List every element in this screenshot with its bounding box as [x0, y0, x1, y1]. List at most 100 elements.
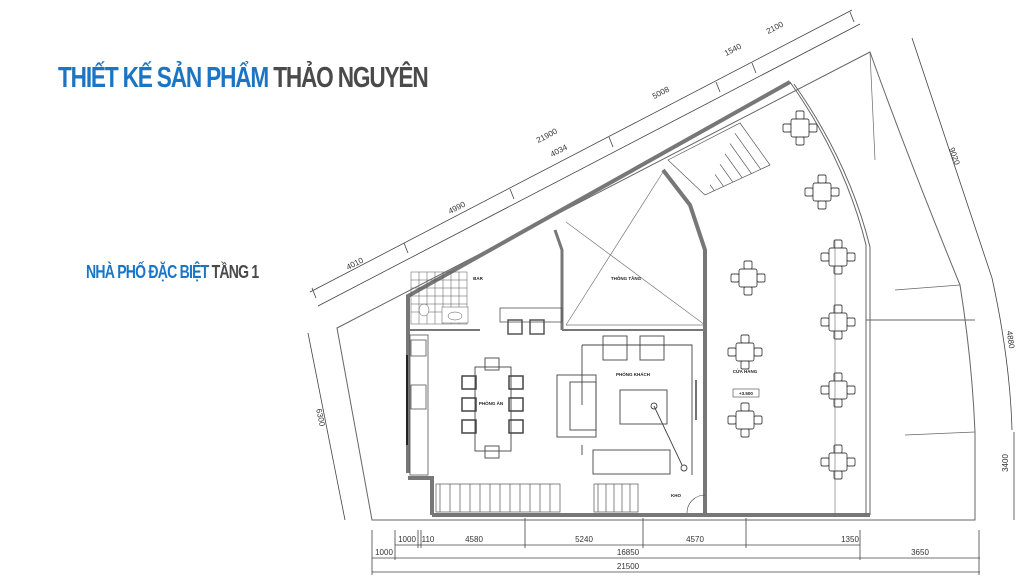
chair [743, 286, 753, 296]
dim-bottom-row2: 1000 [375, 548, 393, 557]
table [738, 268, 758, 288]
left-dimension-line [307, 332, 346, 521]
table [828, 452, 848, 472]
dim-bottom-total: 21500 [617, 562, 640, 571]
top-dimension-lines [309, 9, 861, 307]
dim-bottom-row2: 16850 [617, 548, 640, 557]
dim-top-2: 4990 [447, 199, 467, 215]
table [735, 410, 755, 430]
stair-tread [724, 153, 743, 179]
dim-top-5: 1540 [723, 41, 743, 57]
chair [740, 334, 750, 344]
stair-tread [709, 184, 715, 191]
void-cross [565, 171, 706, 326]
chair [820, 317, 830, 327]
chair [830, 187, 840, 197]
site-outline [336, 51, 976, 521]
subtitle-type: NHÀ PHỐ ĐẶC BIỆT [86, 262, 209, 282]
page-title: THIẾT KẾ SẢN PHẨM THẢO NGUYÊN [58, 62, 429, 95]
chair [756, 273, 766, 283]
cafe-table-set [820, 372, 856, 408]
dim-right-1: 9020 [947, 146, 962, 166]
table [812, 182, 832, 202]
table [735, 342, 755, 362]
cafe-table-set [804, 174, 840, 210]
dining-table [461, 357, 524, 459]
chair [753, 415, 763, 425]
room-label-bar: BAR [473, 276, 483, 281]
shop-glazing [789, 81, 975, 515]
dim-right-2: 4880 [1005, 330, 1016, 349]
shop-level: +3.500 [739, 391, 753, 396]
level-marker [732, 388, 760, 398]
dim-top-total: 21900 [535, 126, 559, 145]
stair-tread [714, 174, 724, 187]
title-brand: THIẾT KẾ SẢN PHẨM [58, 62, 269, 94]
dim-bottom-row2: 3650 [911, 548, 929, 557]
chair [753, 347, 763, 357]
right-dimensions: 9020 4880 3400 [947, 146, 1016, 472]
dim-bottom-row1: 4580 [465, 535, 483, 544]
chair [730, 273, 740, 283]
chair [743, 260, 753, 270]
stairs [435, 122, 771, 513]
chair [817, 200, 827, 210]
bottom-dimensions: 1000 110 4580 5240 4570 1350 1000 16850 … [375, 535, 929, 571]
table [828, 247, 848, 267]
subtitle-floor: TẦNG 1 [211, 262, 260, 282]
chair [846, 317, 856, 327]
dim-top-6: 2100 [765, 19, 785, 35]
top-dimensions: 21900 4010 4990 4034 5008 1540 2100 [345, 19, 785, 271]
dim-left-1: 6300 [314, 408, 327, 428]
wc-tiles [410, 271, 469, 325]
chair [820, 252, 830, 262]
chair [795, 136, 805, 146]
chair [817, 174, 827, 184]
chair [846, 252, 856, 262]
chair [846, 457, 856, 467]
chair [740, 402, 750, 412]
dim-bottom-row1: 4570 [686, 535, 704, 544]
dim-bottom-row1: 1350 [841, 535, 859, 544]
chair [740, 428, 750, 438]
building-walls [406, 80, 870, 517]
chair [727, 347, 737, 357]
stair-tread [719, 163, 734, 183]
room-label-storage: KHO [671, 493, 681, 498]
cafe-table-set [820, 239, 856, 275]
chair [804, 187, 814, 197]
living-furniture [556, 335, 706, 514]
stair-tread [729, 143, 752, 174]
room-label-dining: PHÒNG ĂN [479, 399, 503, 406]
chair [782, 123, 792, 133]
table [790, 118, 810, 138]
plan-subtitle: NHÀ PHỐ ĐẶC BIỆT TẦNG 1 [86, 262, 260, 283]
dim-right-3: 3400 [1001, 454, 1010, 472]
dim-bottom-row1: 1000 [398, 535, 416, 544]
chair [820, 385, 830, 395]
chair [795, 110, 805, 120]
cafe-table-set [782, 110, 818, 146]
bar-counter [499, 307, 563, 335]
dim-bottom-row1: 5240 [575, 535, 593, 544]
chair [727, 415, 737, 425]
dim-top-1: 4010 [345, 255, 365, 271]
cafe-table-set [730, 260, 766, 296]
chair [846, 385, 856, 395]
room-label-shop: CỬA HÀNG [733, 368, 758, 374]
dim-top-3: 4034 [549, 142, 569, 158]
chair [820, 457, 830, 467]
title-name: THẢO NGUYÊN [273, 62, 428, 94]
chair [740, 360, 750, 370]
cafe-table-set [820, 304, 856, 340]
table [828, 312, 848, 332]
room-label-living: PHÒNG KHÁCH [616, 370, 650, 377]
cafe-table-set [727, 402, 763, 438]
right-dimension-lines [911, 37, 1015, 520]
table [828, 380, 848, 400]
chair [808, 123, 818, 133]
cafe-table-set [820, 444, 856, 480]
shop-tables [727, 110, 856, 480]
bottom-dimension-lines [371, 518, 980, 575]
